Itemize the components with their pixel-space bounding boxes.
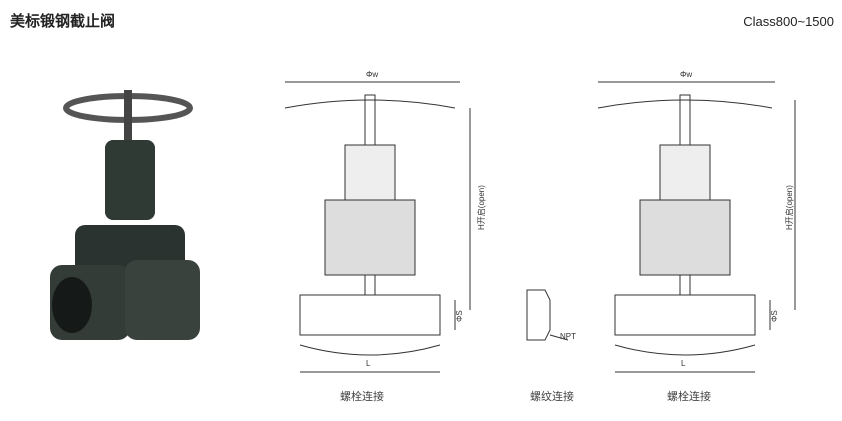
dim-s-label-2: ΦS	[770, 310, 779, 322]
valve-photo	[50, 90, 200, 340]
caption-bolted-2: 螺栓连接	[667, 390, 711, 403]
dim-l-label-2: L	[681, 359, 686, 368]
drawing-bolted-2	[597, 81, 796, 373]
drawing-threaded	[526, 289, 569, 341]
page-title: 美标锻钢截止阀	[10, 12, 116, 30]
dim-h-label-1: H开启(open)	[476, 185, 486, 230]
dim-w-label-1: Φw	[366, 70, 378, 79]
dim-h-label-2: H开启(open)	[784, 185, 794, 230]
dim-s-label-1: ΦS	[455, 310, 464, 322]
pressure-class: Class800~1500	[743, 14, 834, 29]
drawing-bolted-1	[284, 81, 471, 373]
dim-npt-label: NPT	[560, 332, 576, 341]
dim-w-label-2: Φw	[680, 70, 692, 79]
caption-threaded: 螺纹连接	[530, 390, 574, 403]
dim-l-label-1: L	[366, 359, 371, 368]
caption-bolted-1: 螺栓连接	[340, 390, 384, 403]
